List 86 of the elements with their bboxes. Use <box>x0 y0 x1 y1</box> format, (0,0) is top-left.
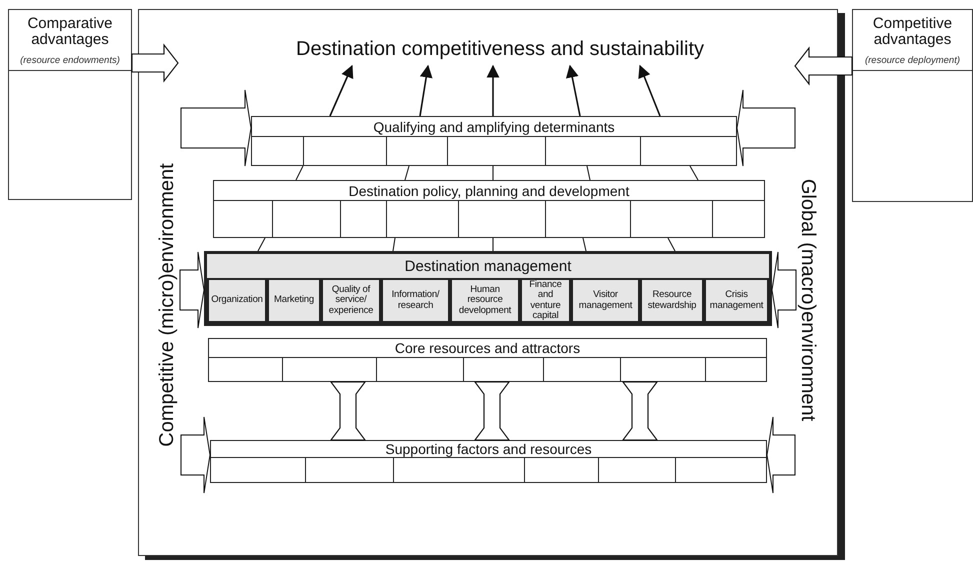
function-label: Resource stewardship <box>646 290 698 311</box>
cell-box <box>386 200 458 237</box>
band-box <box>213 180 765 238</box>
cell-box <box>543 357 620 381</box>
cell-box <box>303 136 386 165</box>
box-heading: Competitive advantages <box>872 16 954 48</box>
arrow <box>566 64 581 116</box>
band-heading: Supporting factors and resources <box>384 441 593 458</box>
function-box <box>450 278 520 323</box>
connector-line <box>690 166 698 180</box>
cell-box <box>620 357 705 381</box>
function-box <box>381 278 450 323</box>
cell-box <box>393 457 524 482</box>
cell-box <box>386 136 447 165</box>
advantage-box <box>852 9 973 202</box>
band-heading: Core resources and attractors <box>394 339 582 358</box>
cell-box <box>545 200 630 237</box>
function-label: Quality of service/ experience <box>328 284 374 316</box>
connector-line <box>492 238 494 252</box>
arrow <box>486 64 500 116</box>
connector-line <box>492 166 494 180</box>
pillar-connector <box>474 381 510 441</box>
function-label: Organization <box>211 295 263 306</box>
function-box <box>321 278 381 323</box>
pillar-connector <box>330 381 366 441</box>
function-box <box>704 278 769 323</box>
band-box <box>204 251 772 326</box>
arrow <box>419 64 432 116</box>
function-label: Marketing <box>274 295 314 306</box>
cell-box <box>712 200 764 237</box>
function-box <box>267 278 321 323</box>
band-box <box>208 338 767 382</box>
band-heading: Destination management <box>404 257 572 277</box>
function-box <box>640 278 704 323</box>
cell-box <box>630 200 712 237</box>
band-box <box>251 116 737 166</box>
connector-line <box>404 166 410 180</box>
block-arrow <box>794 46 853 86</box>
advantage-box <box>8 9 132 200</box>
arrow <box>329 64 354 116</box>
block-arrow <box>131 43 179 83</box>
connector-line <box>582 238 586 252</box>
cell-box <box>545 136 640 165</box>
pillar-connector <box>622 381 658 441</box>
band-heading: Qualifying and amplifying determinants <box>372 118 616 137</box>
cell-box <box>524 457 598 482</box>
cell-box <box>640 136 736 165</box>
block-arrow <box>766 416 796 494</box>
function-box <box>520 278 571 323</box>
cell-box <box>463 357 543 381</box>
box-subheading: (resource endowments) <box>19 55 121 66</box>
block-arrow <box>736 90 796 166</box>
block-arrow <box>180 416 210 494</box>
side-label: Global (macro)environment <box>797 178 819 422</box>
block-arrow <box>180 252 204 328</box>
box-heading: Comparative advantages <box>26 16 114 48</box>
function-label: Visitor management <box>578 290 634 311</box>
function-box <box>571 278 640 323</box>
cell-box <box>598 457 675 482</box>
block-arrow <box>772 252 796 328</box>
band-heading: Destination policy, planning and development <box>348 182 630 201</box>
cell-box <box>305 457 393 482</box>
connector-line <box>668 238 676 252</box>
cell-box <box>376 357 463 381</box>
cell-box <box>282 357 376 381</box>
title-text: Destination competitiveness and sustainability <box>265 36 735 66</box>
connector-line <box>258 238 266 252</box>
cell-box <box>272 200 340 237</box>
function-label: Human resource development <box>458 284 512 316</box>
connector-line <box>586 166 590 180</box>
function-label: Finance and venture capital <box>528 280 563 322</box>
function-label: Crisis management <box>708 290 764 311</box>
cell-box <box>705 357 766 381</box>
connector-line <box>392 238 396 252</box>
cell-box <box>675 457 766 482</box>
function-label: Information/ research <box>390 290 440 311</box>
cell-box <box>458 200 545 237</box>
band-box <box>210 440 767 483</box>
cell-box <box>340 200 386 237</box>
box-subheading: (resource deployment) <box>864 55 962 66</box>
connector-line <box>296 166 304 180</box>
side-label: Competitive (micro)environment <box>156 163 178 447</box>
function-box <box>207 278 267 323</box>
block-arrow <box>180 90 252 166</box>
arrow <box>638 64 661 116</box>
cell-box <box>447 136 545 165</box>
